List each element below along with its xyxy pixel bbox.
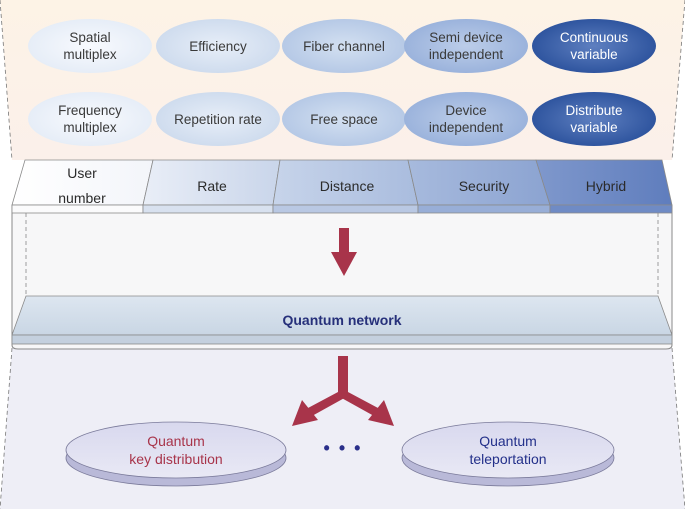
category-label-user-number: User number [58,165,106,206]
label-continuous-variable: Continuous variable [559,30,629,62]
label-semi-device-independent: Semi device independent [428,30,504,62]
label-spatial-multiplex: Spatial multiplex [63,30,117,62]
label-device-independent: Device independent [428,103,504,135]
ellipse-repetition-rate [156,92,280,146]
label-quantum-teleportation: Quantum teleportation [469,433,547,467]
right-dashed-edge-bottom [671,347,685,509]
label-quantum-key-distribution: Quantum key distribution [129,433,223,467]
ellipse-efficiency [156,19,280,73]
ellipse-fiber-channel [282,19,406,73]
ellipse-continuous-variable [532,19,656,73]
ellipse-free-space [282,92,406,146]
fork-arrow [292,356,394,426]
ellipse-device-independent [404,92,528,146]
quantum-network-slab-front [11,334,673,345]
label-distribute-variable: Distribute variable [565,103,623,135]
disc-qkd-top [65,421,287,479]
left-dashed-edge-top [0,0,13,161]
ellipse-frequency-multiplex [28,92,152,146]
disc-teleportation-top [401,421,615,479]
category-label-rate: Rate [197,177,227,194]
label-fiber-channel: Fiber channel [303,38,385,54]
label-free-space: Free space [310,111,378,127]
label-efficiency: Efficiency [189,38,247,54]
ellipse-semi-device-independent [404,19,528,73]
right-dashed-edge-top [671,0,685,161]
category-front-hybrid [549,204,673,214]
label-repetition-rate: Repetition rate [174,111,262,127]
ellipse-distribute-variable [532,92,656,146]
ellipse-spatial-multiplex [28,19,152,73]
category-label-hybrid: Hybrid [585,177,627,194]
category-label-distance: Distance [319,177,375,194]
category-label-security: Security [458,177,510,194]
label-frequency-multiplex: Frequency multiplex [58,103,122,135]
quantum-network-label: Quantum network [282,312,402,328]
left-dashed-edge-bottom [0,347,13,509]
ellipsis-dots: • • • [323,438,363,458]
down-arrow [331,228,357,276]
